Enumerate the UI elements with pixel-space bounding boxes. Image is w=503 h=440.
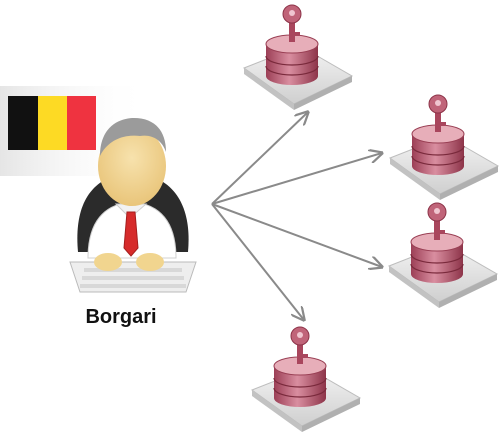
arrow-to-db-2 xyxy=(211,153,382,205)
arrow-to-db-3 xyxy=(211,203,382,267)
belgium-flag-icon xyxy=(8,96,96,150)
arrow-to-db-1 xyxy=(211,112,308,205)
arrow-group xyxy=(211,112,382,320)
locked-database-icon xyxy=(251,326,361,433)
locked-database-icon xyxy=(389,94,499,201)
locked-database-icon xyxy=(388,202,498,309)
arrow-to-db-4 xyxy=(211,203,304,320)
user-name-label: Borgari xyxy=(85,306,157,328)
locked-database-icon xyxy=(243,4,353,111)
